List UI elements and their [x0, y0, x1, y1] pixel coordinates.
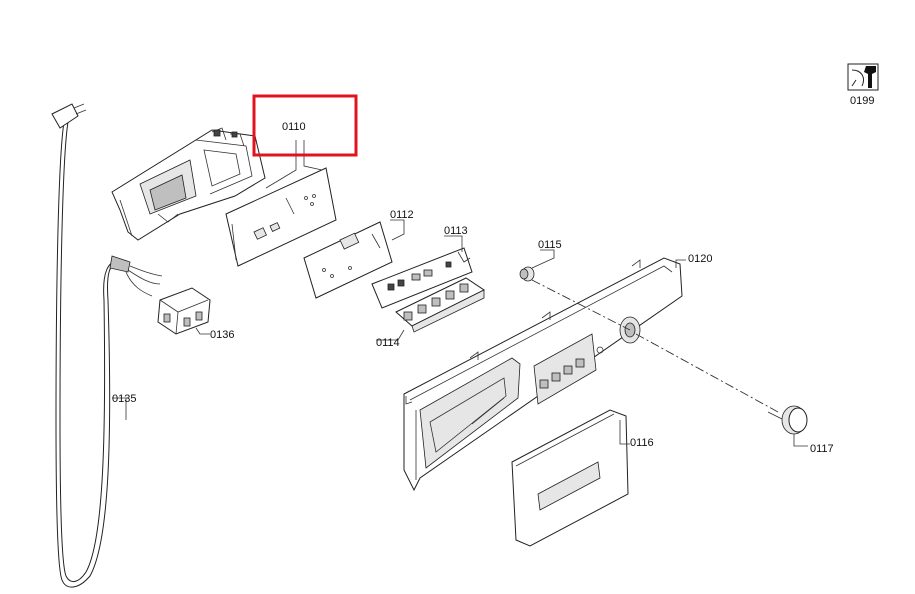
- part-0115-knob-insert[interactable]: [519, 266, 535, 282]
- part-0110-housing[interactable]: [111, 127, 266, 241]
- label-0112[interactable]: 0112: [390, 209, 414, 221]
- assembly-line-0117: [635, 333, 779, 413]
- label-0135[interactable]: 0135: [112, 393, 136, 405]
- part-0112-board[interactable]: [303, 221, 393, 299]
- label-0114[interactable]: 0114: [376, 337, 400, 349]
- part-0135-mains-cable[interactable]: [51, 103, 163, 588]
- assembly-line-0115: [531, 279, 631, 331]
- label-0136[interactable]: 0136: [210, 329, 234, 341]
- part-0136-filter[interactable]: [157, 287, 211, 335]
- label-0113[interactable]: 0113: [444, 225, 468, 237]
- label-0116[interactable]: 0116: [630, 437, 654, 449]
- label-0199[interactable]: 0199: [850, 95, 874, 107]
- label-0115[interactable]: 0115: [538, 239, 562, 251]
- highlight-box-0110: [252, 94, 358, 157]
- label-0117[interactable]: 0117: [810, 443, 834, 455]
- part-0114-button-block[interactable]: [395, 277, 485, 333]
- part-0110-board[interactable]: [225, 167, 337, 267]
- label-0120[interactable]: 0120: [688, 253, 712, 265]
- part-0116-drawer-front[interactable]: [511, 409, 629, 547]
- part-0113-key-strip[interactable]: [371, 247, 473, 309]
- tool-wrench-icon[interactable]: [847, 63, 879, 91]
- label-0110[interactable]: 0110: [282, 121, 306, 133]
- leader-lines: [112, 140, 808, 447]
- part-0117-knob[interactable]: [767, 405, 808, 435]
